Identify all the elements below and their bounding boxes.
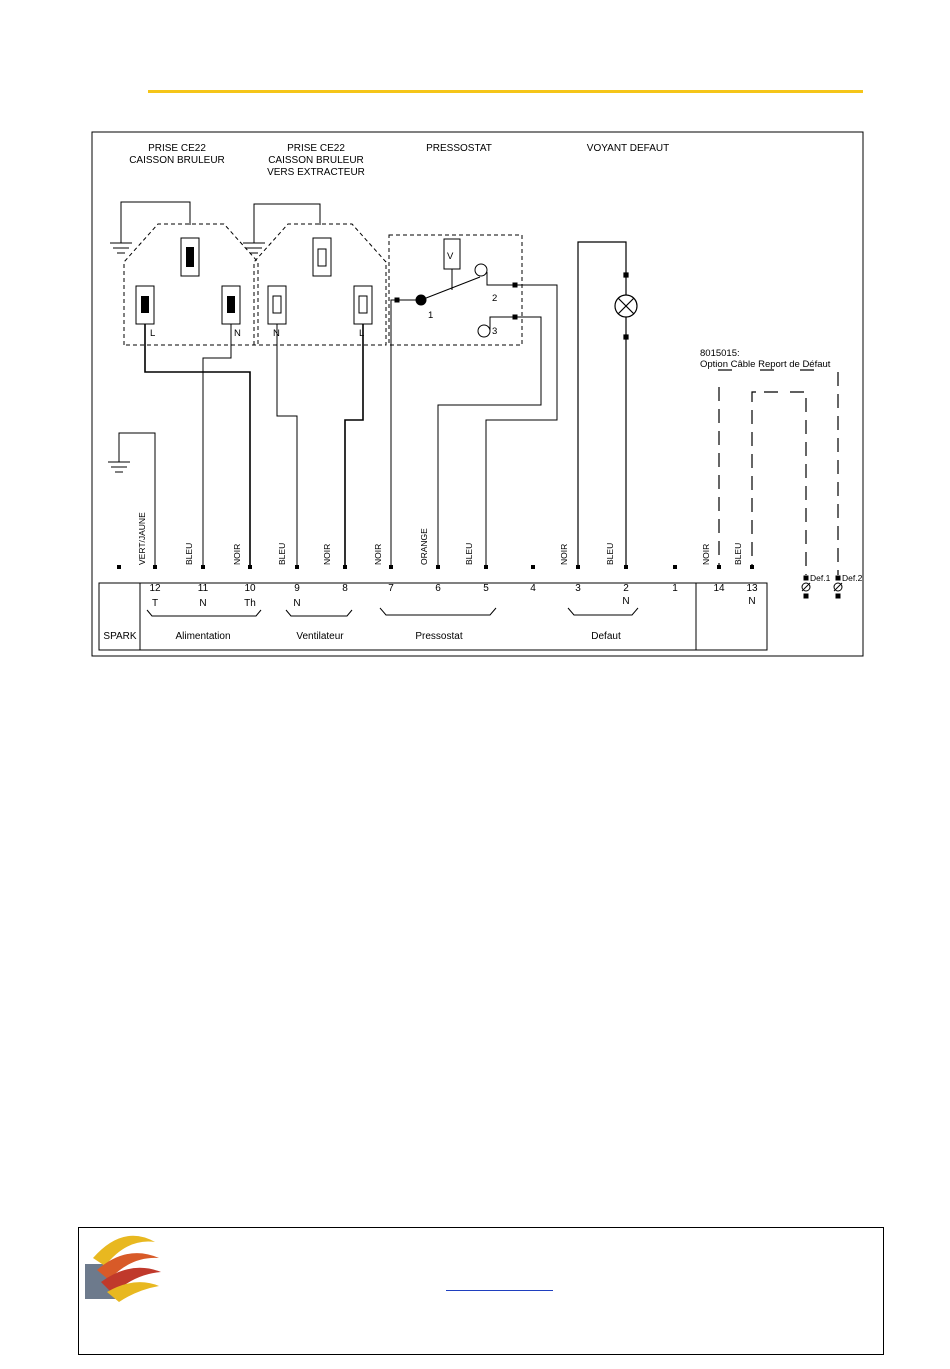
terminal-dots xyxy=(117,565,754,569)
terminal-10-sub: Th xyxy=(244,598,256,609)
terminal-2-sub: N xyxy=(622,596,629,607)
socket1-label-left: L xyxy=(150,328,155,339)
accent-rule xyxy=(148,90,863,93)
ground-icon xyxy=(108,432,156,567)
title-socket2-line2: CAISSON BRULEUR xyxy=(268,155,364,166)
terminal-4: 4 xyxy=(530,583,536,594)
lamp-icon xyxy=(577,241,638,567)
terminal-3: 3 xyxy=(575,583,581,594)
terminal-9: 9 xyxy=(294,583,300,594)
terminal-9-sub: N xyxy=(293,598,300,609)
option-cable xyxy=(718,369,839,575)
pressostat-contact-3: 3 xyxy=(492,326,497,337)
wire-label-14: NOIR xyxy=(701,544,711,565)
wire-label-11: BLEU xyxy=(184,543,194,565)
ground-icon xyxy=(110,201,191,254)
wire-label-13: BLEU xyxy=(733,543,743,565)
pressostat-contact-1: 1 xyxy=(428,310,433,321)
title-voyant: VOYANT DEFAUT xyxy=(587,143,669,154)
wire-label-3: NOIR xyxy=(559,544,569,565)
title-socket1-line1: PRISE CE22 xyxy=(148,143,206,154)
terminal-8: 8 xyxy=(342,583,348,594)
group-spark: SPARK xyxy=(103,631,136,642)
terminal-11: 11 xyxy=(198,583,209,594)
pressostat-coil-label: V xyxy=(447,251,454,262)
ground-icon xyxy=(243,203,321,254)
terminal-1: 1 xyxy=(672,583,678,594)
wire-label-12: VERT/JAUNE xyxy=(137,512,147,565)
title-pressostat: PRESSOSTAT xyxy=(426,143,492,154)
terminal-2: 2 xyxy=(623,583,629,594)
socket-2: N L xyxy=(253,223,387,346)
pressostat xyxy=(388,234,558,567)
option-label-line1: 8015015: xyxy=(700,348,740,359)
group-brackets xyxy=(146,607,639,617)
wire-label-10: NOIR xyxy=(232,544,242,565)
group-ventilateur: Ventilateur xyxy=(296,631,344,642)
terminal-14: 14 xyxy=(713,583,725,594)
terminal-6: 6 xyxy=(435,583,441,594)
option-label-line2: Option Câble Report de Défaut xyxy=(700,359,831,370)
socket-1: L N xyxy=(123,223,259,346)
terminal-13-sub: N xyxy=(748,596,755,607)
terminal-11-sub: N xyxy=(199,598,206,609)
wire-label-2: BLEU xyxy=(605,543,615,565)
title-socket2-line1: PRISE CE22 xyxy=(287,143,345,154)
terminal-10: 10 xyxy=(244,583,256,594)
company-logo-icon xyxy=(85,1235,161,1302)
group-defaut: Defaut xyxy=(591,631,621,642)
def-terminals xyxy=(801,575,843,599)
pressostat-contact-2: 2 xyxy=(492,293,497,304)
terminal-5: 5 xyxy=(483,583,489,594)
title-socket2-line3: VERS EXTRACTEUR xyxy=(267,167,365,178)
def-2-label: Def.2 xyxy=(842,573,863,583)
footer-box xyxy=(78,1227,884,1355)
terminal-block xyxy=(98,582,768,651)
wire-label-9: BLEU xyxy=(277,543,287,565)
terminal-12-sub: T xyxy=(152,598,158,609)
wire-label-5: BLEU xyxy=(464,543,474,565)
group-alimentation: Alimentation xyxy=(175,631,230,642)
title-socket1-line2: CAISSON BRULEUR xyxy=(129,155,225,166)
wire-label-7: NOIR xyxy=(373,544,383,565)
wire-label-6: ORANGE xyxy=(419,528,429,565)
wire-label-8: NOIR xyxy=(322,544,332,565)
terminal-12: 12 xyxy=(149,583,161,594)
group-pressostat: Pressostat xyxy=(415,631,462,642)
socket2-label-right: L xyxy=(359,328,364,339)
terminal-13: 13 xyxy=(746,583,758,594)
footer-link-underline[interactable] xyxy=(446,1290,553,1291)
terminal-7: 7 xyxy=(388,583,394,594)
socket1-label-right: N xyxy=(234,328,241,339)
def-1-label: Def.1 xyxy=(810,573,831,583)
wires xyxy=(144,324,364,567)
diagram-frame xyxy=(91,131,864,657)
